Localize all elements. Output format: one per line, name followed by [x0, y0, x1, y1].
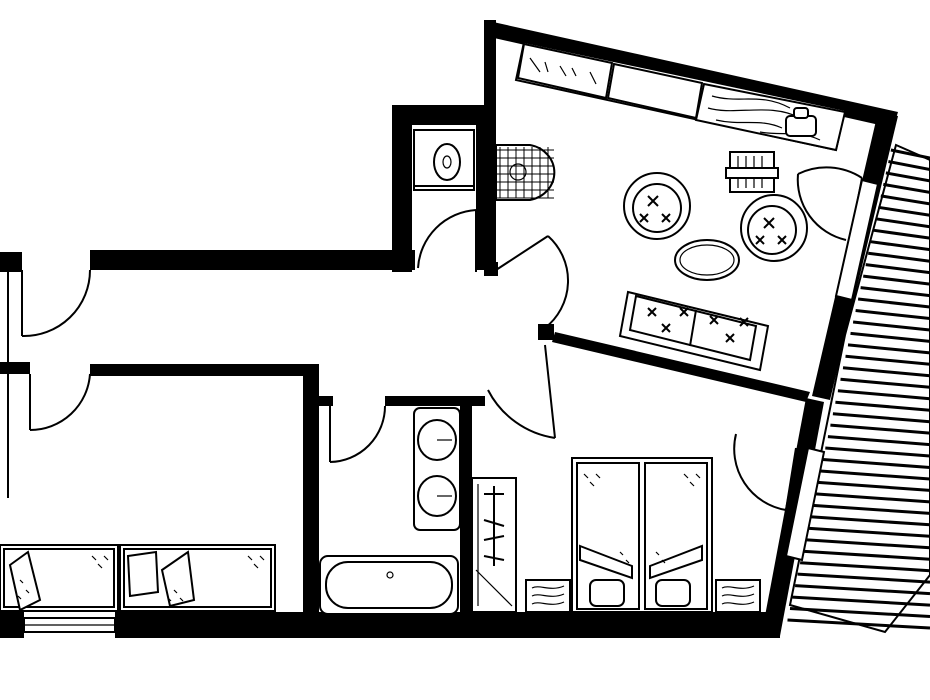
balcony-slat — [872, 228, 930, 240]
balcony-slat — [855, 309, 930, 320]
balcony-frame-upper — [834, 178, 880, 302]
balcony-slat — [822, 458, 930, 469]
balcony-slat — [852, 320, 930, 332]
toilet-seat — [442, 155, 452, 169]
balcony-slat — [840, 377, 930, 389]
wall-door-jamb-2 — [538, 324, 554, 340]
door-living-room — [495, 235, 570, 329]
wall-bath-top-right — [385, 396, 485, 406]
balcony-slat — [860, 286, 930, 298]
balcony-slat — [888, 160, 930, 171]
wall-hall-bottom — [90, 364, 315, 376]
balcony-slat — [832, 412, 930, 424]
bed-1-right — [119, 544, 276, 612]
balcony-slat — [802, 549, 930, 561]
armchair-left — [623, 172, 691, 240]
bedroom-1 — [0, 544, 276, 612]
wall-bedroom1-right — [303, 364, 319, 619]
wall-hall-top-left — [0, 252, 22, 272]
door-balcony-bedroom — [733, 433, 797, 511]
wall-bath-right — [460, 406, 472, 618]
balcony-slat — [863, 274, 930, 286]
armchair-right — [740, 194, 808, 262]
balcony-slat — [820, 469, 930, 481]
balcony-slat — [797, 572, 930, 584]
door-bathroom — [329, 405, 386, 463]
balcony-slat — [815, 492, 930, 504]
counter-section-1 — [516, 42, 614, 100]
balcony-slat — [847, 343, 930, 355]
wall-hall-bottom-left — [0, 362, 30, 374]
pillow-right — [655, 579, 691, 607]
wall-bottom-left — [0, 612, 24, 638]
balcony-slat — [800, 561, 930, 573]
balcony-slat — [807, 526, 930, 538]
wall-bath-top — [319, 396, 333, 406]
double-bed — [571, 457, 713, 613]
balcony-slat — [857, 297, 930, 309]
balcony-slat — [805, 538, 930, 550]
balcony-slat — [875, 217, 930, 229]
balcony-slat — [870, 240, 930, 252]
balcony-slat — [890, 148, 930, 160]
desk-grain — [707, 95, 821, 141]
balcony-slat — [787, 618, 930, 630]
nightstand-right — [715, 579, 761, 613]
balcony-slat — [789, 607, 930, 618]
balcony-slat — [878, 205, 930, 217]
balcony-slat — [792, 595, 930, 607]
sofa — [618, 290, 770, 372]
balcony-slat — [827, 435, 930, 447]
bathroom — [319, 407, 461, 615]
balcony-slat — [835, 400, 930, 412]
balcony-slat — [885, 171, 930, 183]
wall-hall-top — [90, 250, 415, 270]
toilet-bowl — [433, 143, 461, 181]
shower-tray — [495, 144, 556, 201]
wardrobe — [471, 477, 517, 613]
nightstand-left — [525, 579, 571, 613]
balcony — [784, 143, 930, 634]
window-bottom-left — [23, 617, 116, 633]
wall-living-left — [484, 20, 496, 275]
living-room — [514, 40, 847, 372]
pillow-left — [589, 579, 625, 607]
wall-toilet-left — [392, 105, 412, 272]
balcony-slat — [825, 446, 930, 458]
bedroom-2 — [471, 457, 761, 613]
toilet-cistern — [413, 129, 475, 191]
balcony-slat — [845, 354, 930, 366]
balcony-slat — [810, 515, 930, 527]
balcony-slat — [837, 389, 930, 401]
coffee-table — [674, 239, 740, 281]
balcony-slat — [830, 423, 930, 435]
balcony-frame-lower — [784, 446, 826, 562]
door-bedroom1 — [29, 373, 91, 432]
balcony-slat — [850, 331, 930, 343]
wall-toilet-top — [392, 105, 490, 125]
balcony-slat — [868, 251, 930, 263]
door-bedroom2 — [487, 344, 556, 439]
balcony-slat — [817, 480, 930, 492]
bed-1-left — [0, 544, 119, 612]
door-toilet — [417, 209, 477, 272]
balcony-slat — [883, 182, 930, 194]
balcony-slat — [880, 194, 930, 206]
balcony-slat — [865, 263, 930, 275]
balcony-slat — [795, 584, 930, 596]
wall-living-bottom — [552, 332, 810, 402]
wall-door-jamb-1 — [484, 262, 498, 276]
door-hall-left — [21, 269, 91, 338]
toilet-room — [413, 129, 475, 191]
side-chair — [725, 151, 779, 193]
balcony-slat — [812, 503, 930, 515]
balcony-slat — [842, 366, 930, 378]
wall-bottom — [115, 612, 780, 638]
